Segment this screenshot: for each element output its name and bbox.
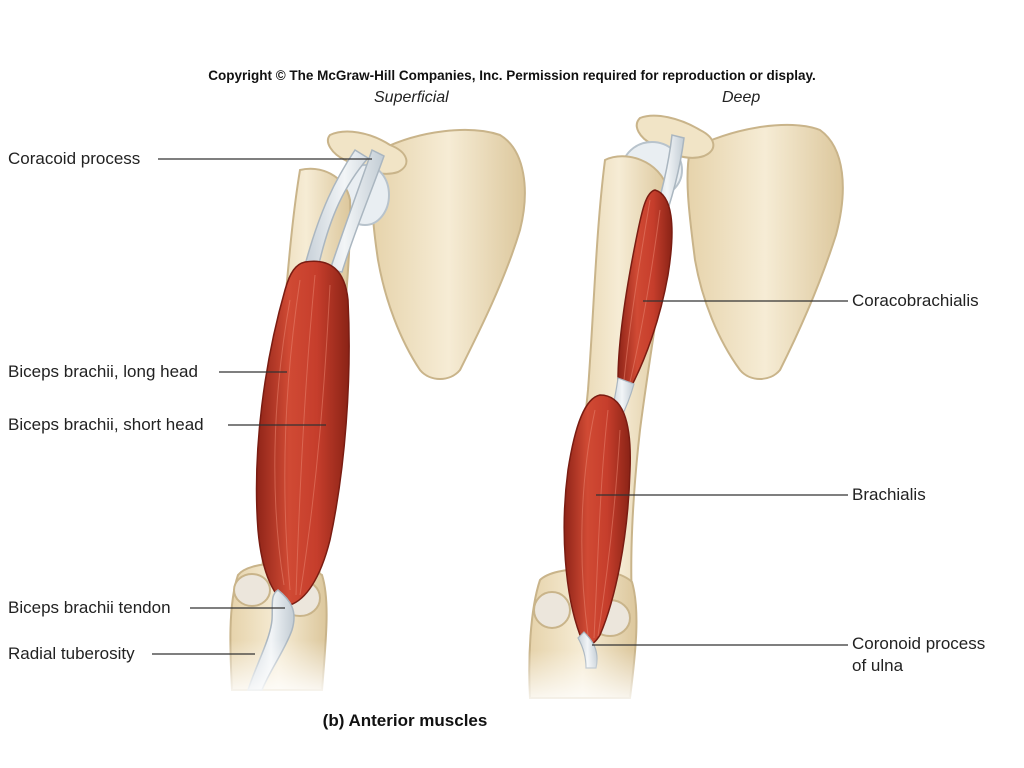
superficial-arm [220,129,526,700]
label-brachialis: Brachialis [852,485,926,504]
label-coracoid-process: Coracoid process [8,149,141,168]
copyright-notice: Copyright © The McGraw-Hill Companies, I… [208,68,816,83]
label-radial-tuberosity: Radial tuberosity [8,644,135,663]
scapula-deep [686,123,844,380]
label-biceps-tendon: Biceps brachii tendon [8,598,171,617]
deep-arm [520,114,844,710]
label-coronoid-of-ulna: of ulna [852,656,904,675]
figure-caption: (b) Anterior muscles [322,711,488,730]
coracoid-process-bone-superficial [326,130,408,175]
scapula-superficial [371,129,526,380]
label-coronoid-process: Coronoid process [852,634,986,653]
label-coracobrachialis: Coracobrachialis [852,291,979,310]
leader-lines [152,158,848,655]
panel-title-deep: Deep [722,89,761,106]
panel-title-superficial: Superficial [374,89,449,106]
label-biceps-long-head: Biceps brachii, long head [8,362,198,381]
label-biceps-short-head: Biceps brachii, short head [8,415,204,434]
